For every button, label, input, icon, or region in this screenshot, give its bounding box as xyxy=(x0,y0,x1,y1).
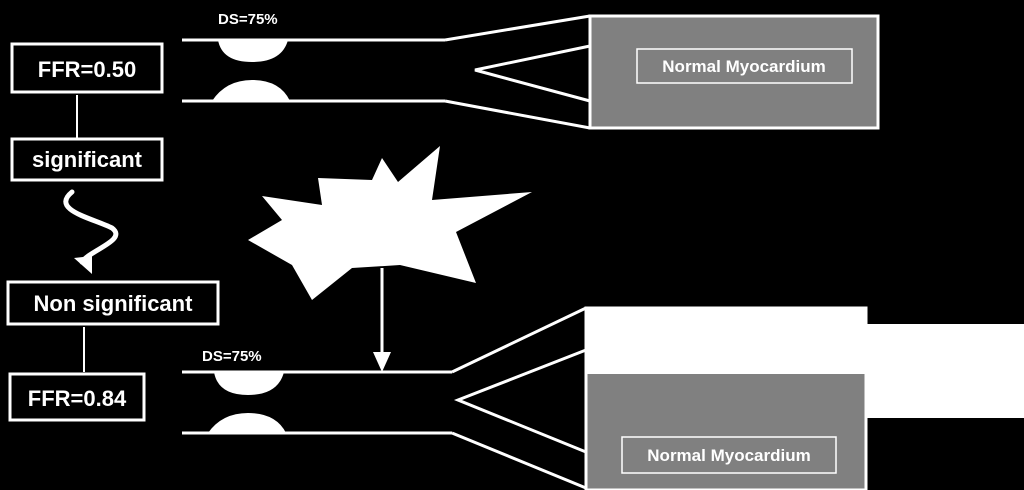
top-vessel: DS=75% Normal Myocardium xyxy=(182,11,880,130)
non-significant-label: Non significant xyxy=(34,291,194,316)
top-myocardium xyxy=(588,14,880,130)
wavy-arrow xyxy=(63,189,119,274)
top-myocardium-label: Normal Myocardium xyxy=(662,57,825,76)
bottom-vessel: DS=75% Normal Myocardium xyxy=(182,306,1024,490)
ffr-bottom-box: FFR=0.84 xyxy=(8,372,146,422)
top-plaque-lower xyxy=(212,80,290,101)
right-white-band xyxy=(866,324,1024,418)
down-arrow xyxy=(373,268,391,372)
bottom-white-region xyxy=(586,308,866,374)
bottom-myocardium-label: Normal Myocardium xyxy=(647,446,810,465)
bottom-plaque-lower xyxy=(208,413,286,433)
significant-box: significant xyxy=(10,137,164,182)
non-significant-box: Non significant xyxy=(6,280,220,326)
bottom-myocardium-label-box xyxy=(621,436,837,474)
explosion-icon xyxy=(248,146,532,300)
top-myocardium-label-box xyxy=(636,48,853,84)
top-ds-label: DS=75% xyxy=(218,11,278,28)
ffr-top-box: FFR=0.50 xyxy=(10,42,164,94)
ffr-top-label: FFR=0.50 xyxy=(38,57,136,82)
significant-label: significant xyxy=(32,147,143,172)
bottom-myocardium-border xyxy=(584,306,868,490)
bottom-myocardium xyxy=(586,374,866,490)
bottom-plaque-upper xyxy=(214,372,284,395)
ffr-bottom-label: FFR=0.84 xyxy=(28,386,127,411)
bottom-ds-label: DS=75% xyxy=(202,348,262,365)
top-plaque-upper xyxy=(218,40,288,62)
